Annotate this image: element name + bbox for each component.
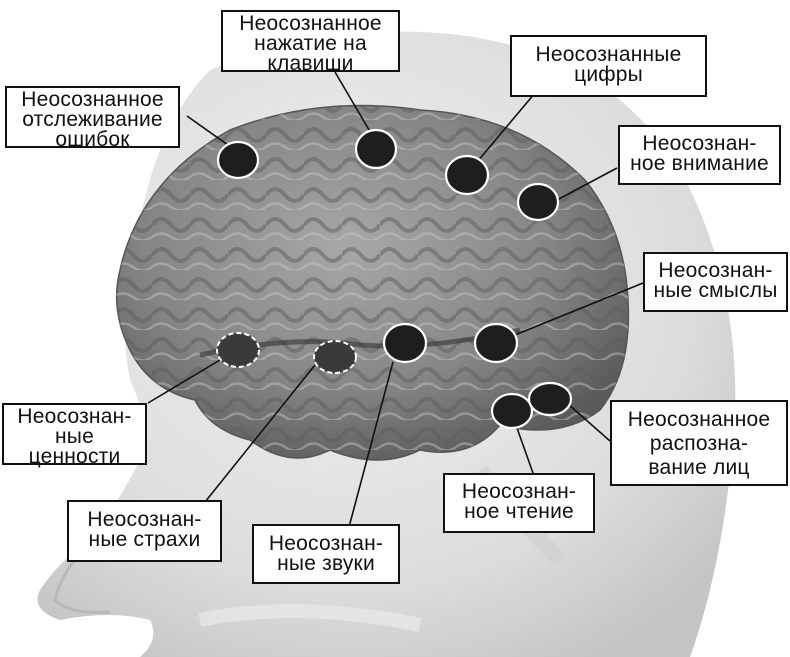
- region-key-press: [354, 128, 398, 170]
- region-fears: [313, 340, 357, 374]
- region-sounds: [382, 322, 428, 364]
- region-error-monitoring: [216, 140, 260, 180]
- label-digits: Неосознанные цифры: [510, 35, 707, 97]
- label-key-press: Неосознанное нажатие на клавиши: [221, 10, 400, 74]
- region-values: [216, 332, 260, 368]
- label-fears: Неосознан- ные страхи: [67, 500, 222, 562]
- label-reading: Неосознан- ное чтение: [443, 473, 595, 533]
- label-meanings: Неосознан- ные смыслы: [643, 252, 788, 312]
- region-reading: [490, 392, 534, 430]
- label-face-recognition: Неосознанное распозна- вание лиц: [610, 400, 788, 486]
- label-error-monitoring: Неосознанное отслеживание ошибок: [5, 86, 180, 150]
- label-sounds: Неосознан- ные звуки: [252, 524, 400, 584]
- region-attention: [516, 182, 560, 222]
- label-values: Неосознан- ные ценности: [2, 403, 147, 467]
- leader-lines: [147, 71, 644, 528]
- region-face-recognition: [527, 381, 573, 417]
- region-meanings: [473, 322, 519, 364]
- region-digits: [444, 154, 490, 196]
- label-attention: Неосознан- ное внимание: [618, 125, 781, 185]
- brain-regions: [216, 128, 573, 430]
